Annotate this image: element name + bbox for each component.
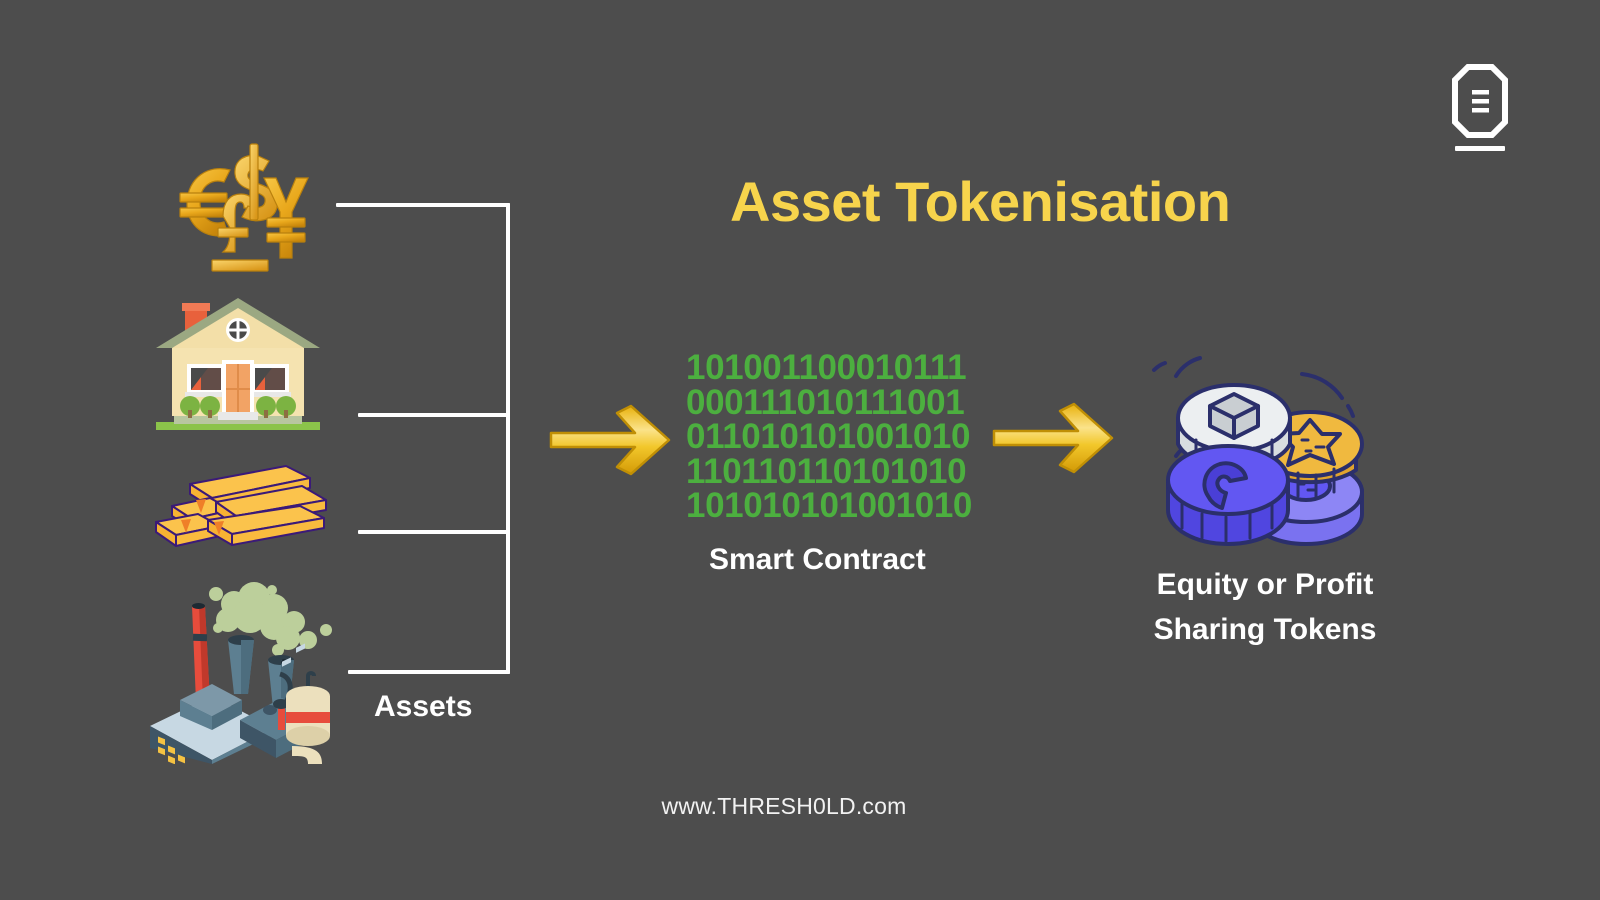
gold-bars-icon — [150, 456, 330, 552]
assets-label: Assets — [374, 690, 473, 723]
binary-row: 101001100010111 — [686, 348, 967, 387]
tokens-label-line-1: Equity or Profit — [1156, 568, 1374, 601]
bracket-line-factory — [348, 670, 510, 674]
smart-contract-label: Smart Contract — [709, 543, 926, 576]
logo-underline — [1455, 146, 1505, 151]
binary-row: 110110110101010 — [686, 451, 967, 491]
tokens-label: Equity or Profit Sharing Tokens — [1080, 562, 1450, 652]
threshold-octagon-logo-icon — [1452, 64, 1508, 138]
bracket-line-currency — [336, 203, 510, 207]
binary-row: 000111010111001 — [686, 382, 965, 422]
bracket-line-gold — [358, 530, 510, 534]
house-icon — [152, 292, 324, 438]
page-title: Asset Tokenisation — [730, 170, 1231, 233]
flow-arrow-assets-to-contract — [549, 404, 671, 476]
factory-icon — [142, 578, 336, 803]
smart-contract-binary: 101001100010111 000111010111001 01101010… — [686, 348, 986, 525]
brand-logo — [1452, 64, 1508, 160]
binary-row: 011010101001010 — [686, 417, 971, 456]
tokens-label-line-2: Sharing Tokens — [1153, 613, 1377, 646]
binary-row: 101010101001010 — [686, 486, 972, 525]
currency-symbols-icon — [168, 140, 316, 280]
arrow-right-icon — [992, 402, 1114, 474]
arrow-right-icon — [549, 404, 671, 476]
bracket-spine — [506, 203, 510, 674]
assets-bracket — [330, 195, 520, 685]
crypto-coins-icon — [1134, 334, 1364, 546]
bracket-line-house — [358, 413, 510, 417]
flow-arrow-contract-to-tokens — [992, 400, 1114, 476]
footer-url: www.THRESH0LD.com — [661, 793, 907, 819]
